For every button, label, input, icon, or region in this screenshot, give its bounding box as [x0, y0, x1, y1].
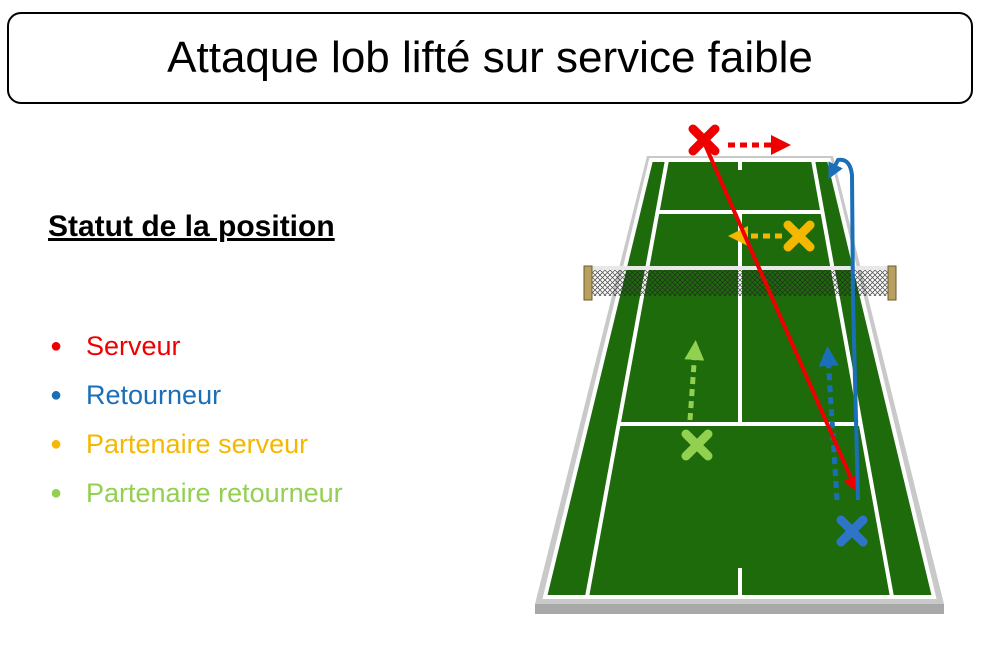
- net-post-left: [583, 265, 593, 301]
- returner-marker-icon: [836, 515, 868, 547]
- serve-trajectory: [701, 139, 859, 493]
- bullet-dot-icon: ●: [50, 482, 63, 504]
- net: [583, 265, 897, 301]
- server-marker-icon: [688, 124, 720, 156]
- court-surround-edge: [535, 604, 944, 614]
- legend-item-serveur: ● Serveur: [48, 322, 343, 371]
- legend-label: Partenaire serveur: [86, 429, 309, 459]
- bullet-dot-icon: ●: [50, 433, 63, 455]
- page-title: Attaque lob lifté sur service faible: [167, 33, 813, 82]
- legend-label: Partenaire retourneur: [86, 478, 343, 508]
- returner-partner-marker-icon: [681, 429, 713, 461]
- legend-label: Serveur: [86, 331, 181, 361]
- legend-item-partenaire-serveur: ● Partenaire serveur: [48, 420, 343, 469]
- net-post-right: [887, 265, 897, 301]
- legend-heading: Statut de la position: [48, 210, 335, 243]
- singles-sideline-right: [811, 159, 894, 598]
- court-lines: [542, 158, 937, 599]
- net-mesh: [590, 268, 891, 296]
- returner-move-arrow: [818, 346, 840, 501]
- server-partner-marker-icon: [783, 220, 815, 252]
- legend-label: Retourneur: [86, 380, 222, 410]
- doubles-outline: [542, 158, 937, 599]
- legend-list: ● Serveur ● Retourneur ● Partenaire serv…: [48, 322, 343, 518]
- legend-item-partenaire-retourneur: ● Partenaire retourneur: [48, 469, 343, 518]
- legend-item-retourneur: ● Retourneur: [48, 371, 343, 420]
- lob-trajectory: [828, 157, 860, 501]
- singles-sideline-left: [585, 159, 669, 598]
- bullet-dot-icon: ●: [50, 384, 63, 406]
- net-tape: [590, 266, 891, 270]
- title-box: Attaque lob lifté sur service faible: [7, 12, 973, 104]
- bullet-dot-icon: ●: [50, 335, 63, 357]
